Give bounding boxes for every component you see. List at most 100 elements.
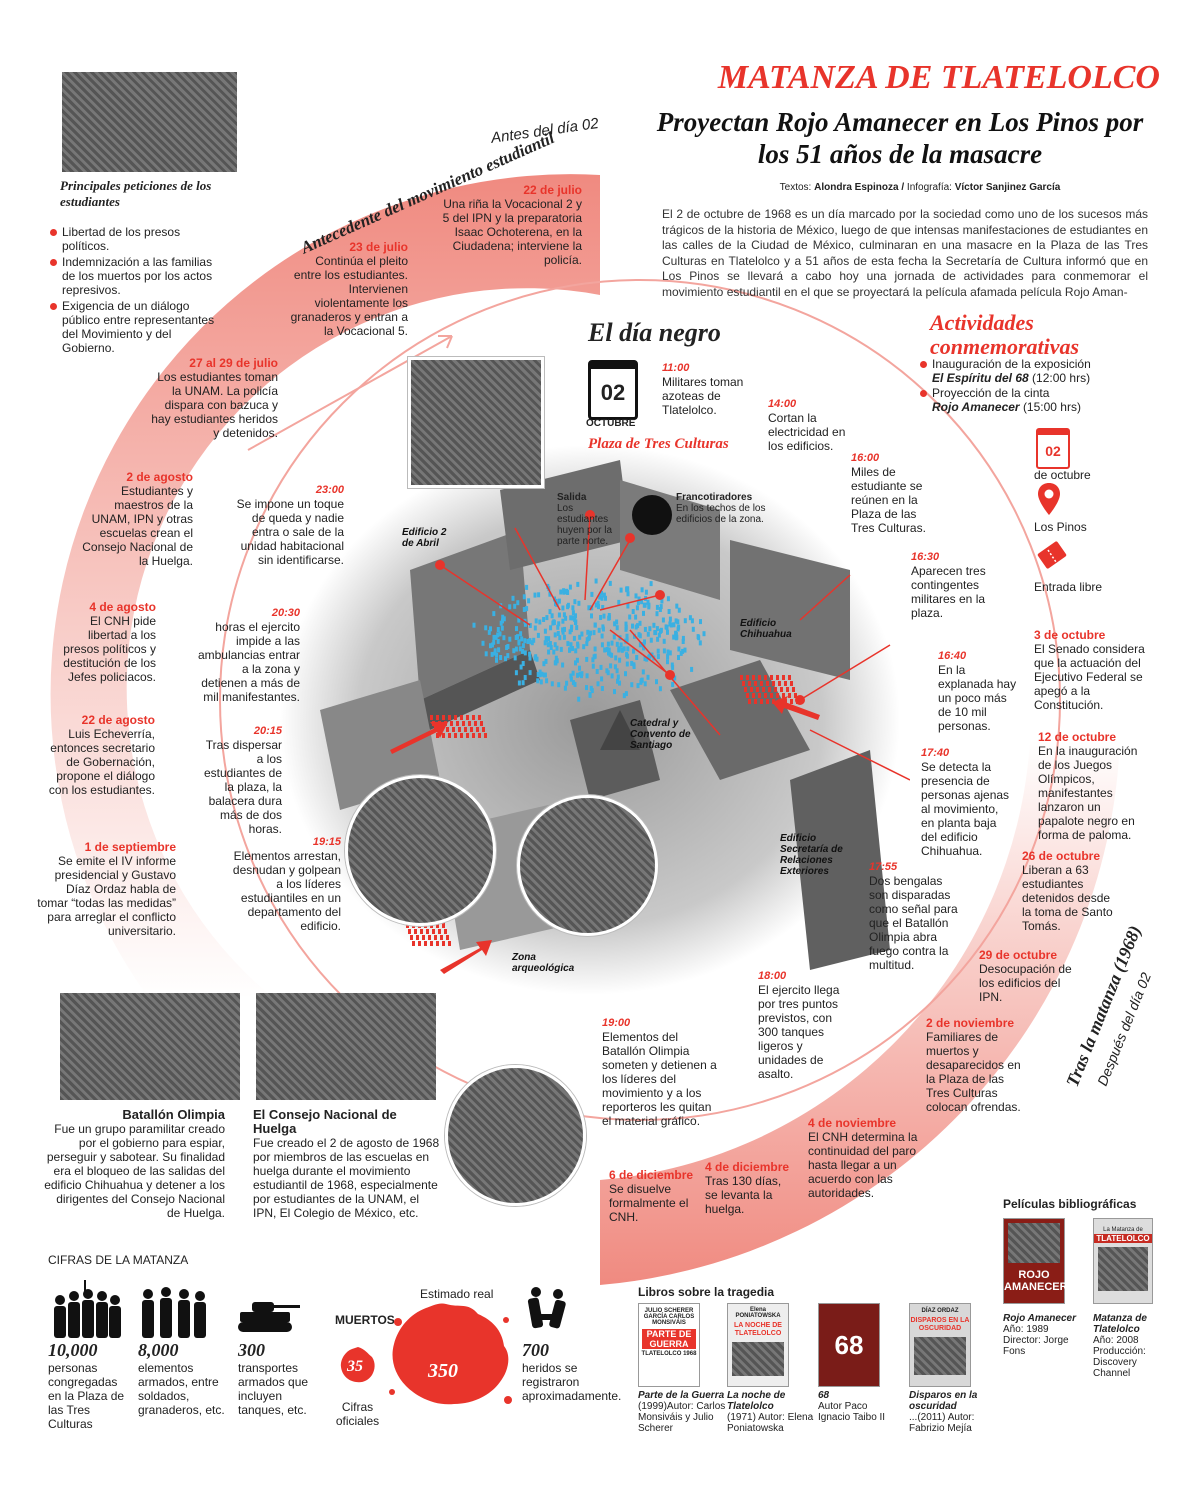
crowd-person [643, 681, 647, 687]
soldier-mark [466, 733, 469, 738]
crowd-person [638, 642, 642, 648]
crowd-person [593, 653, 597, 659]
antecedente-event: 1 de septiembre Se emite el IV informe p… [37, 840, 176, 938]
crowd-person [590, 591, 594, 597]
crowd-person [652, 622, 656, 628]
soldier-mark [792, 687, 795, 692]
crowd-person [642, 610, 645, 616]
crowd-person [616, 674, 620, 680]
soldier-mark [776, 675, 779, 680]
credits: Textos: Alondra Espinoza / Infografía: V… [779, 182, 1061, 193]
crowd-person [660, 598, 664, 604]
peliculas-title: Películas bibliográficas [1003, 1197, 1137, 1211]
crowd-person [624, 671, 627, 677]
crowd-person [662, 638, 666, 644]
soldier-mark [790, 699, 793, 704]
crowd-person [574, 619, 578, 625]
crowd-person [506, 653, 510, 659]
crowd-person [547, 649, 551, 655]
crowd-person [625, 661, 629, 667]
crowd-person [517, 680, 521, 686]
soldier-mark [784, 699, 787, 704]
crowd-person [481, 640, 485, 646]
crowd-person [587, 635, 591, 641]
crowd-person [600, 633, 604, 639]
soldier-mark [746, 675, 749, 680]
crowd-person [543, 672, 547, 678]
crowd-person [677, 624, 681, 630]
crowd-person [628, 614, 632, 620]
crowd-person [544, 658, 548, 664]
crowd-person [539, 679, 543, 685]
crowd-person [607, 615, 611, 621]
crowd-person [643, 656, 647, 662]
soldier-mark [466, 715, 469, 720]
elementos-stat: 8,000 elementos armados, entre soldados,… [138, 1340, 225, 1417]
blood-splat-large [389, 1303, 512, 1405]
crowd-person [613, 664, 617, 670]
despues-event: 3 de octubre El Senado considera que la … [1034, 628, 1145, 712]
soldier-mark [436, 941, 439, 946]
crowd-person [490, 651, 494, 657]
crowd-person [669, 622, 673, 628]
crowd-person [571, 646, 574, 651]
crowd-person [511, 595, 515, 601]
dia-negro-title: El día negro [588, 318, 721, 347]
crowd-person [647, 602, 651, 608]
crowd-person [574, 648, 578, 654]
injured-icon [527, 1287, 566, 1329]
crowd-person [675, 603, 679, 609]
crowd-person [568, 647, 572, 653]
soldier-mark [436, 923, 439, 928]
crowd-person [576, 581, 580, 587]
crowd-person [536, 678, 540, 684]
crowd-person [683, 618, 687, 624]
soldier-mark [782, 693, 785, 698]
soldier-mark [408, 929, 411, 934]
crowd-person [610, 640, 614, 646]
crowd-person [636, 683, 640, 689]
soldier-mark [422, 935, 425, 940]
dia-negro-event: 20:15 Tras dispersar a los estudiantes d… [203, 725, 282, 836]
crowd-person [484, 651, 488, 657]
soldier-mark [406, 923, 409, 928]
soldier-mark [760, 699, 763, 704]
crowd-person [602, 613, 606, 619]
soldier-mark [740, 675, 743, 680]
crowd-person [568, 584, 572, 590]
peticion-item: Indemnización a las familias de los muer… [50, 255, 220, 297]
crowd-person [522, 594, 526, 600]
soldier-mark [438, 929, 441, 934]
soldier-mark [442, 923, 445, 928]
crowd-person [493, 650, 497, 656]
crowd-person [618, 680, 621, 686]
crowd-person [589, 630, 592, 636]
crowd-person [655, 679, 658, 685]
soldier-mark [450, 721, 453, 726]
crowd-person [561, 618, 565, 624]
crowd-person [513, 655, 517, 661]
crowd-person [580, 631, 584, 637]
soldier-mark [448, 941, 451, 946]
crowd-person [523, 675, 527, 680]
crowd-person [625, 637, 629, 643]
crowd-person [573, 599, 577, 605]
crowd-person [690, 618, 694, 624]
soldier-mark [420, 929, 423, 934]
crowd-person [520, 636, 524, 642]
soldier-mark [432, 929, 435, 934]
actividad-item: Proyección de la cinta Rojo Amanecer (15… [920, 386, 1120, 414]
crowd-person [601, 624, 605, 630]
catedral-label: Catedral y Convento de Santiago [630, 718, 691, 751]
soldiers-icon [142, 1287, 206, 1338]
crowd-person [622, 693, 626, 699]
crowd-person [508, 604, 512, 610]
crowd-person [547, 636, 551, 642]
soldier-mark [484, 733, 487, 738]
soldier-mark [414, 929, 417, 934]
crowd-person [594, 602, 598, 608]
crowd-person [525, 584, 529, 590]
crowd-person [569, 627, 573, 633]
movie-info: Matanza de Tlatelolco Año: 2008 Producci… [1093, 1313, 1147, 1379]
soldier-mark [786, 687, 789, 692]
